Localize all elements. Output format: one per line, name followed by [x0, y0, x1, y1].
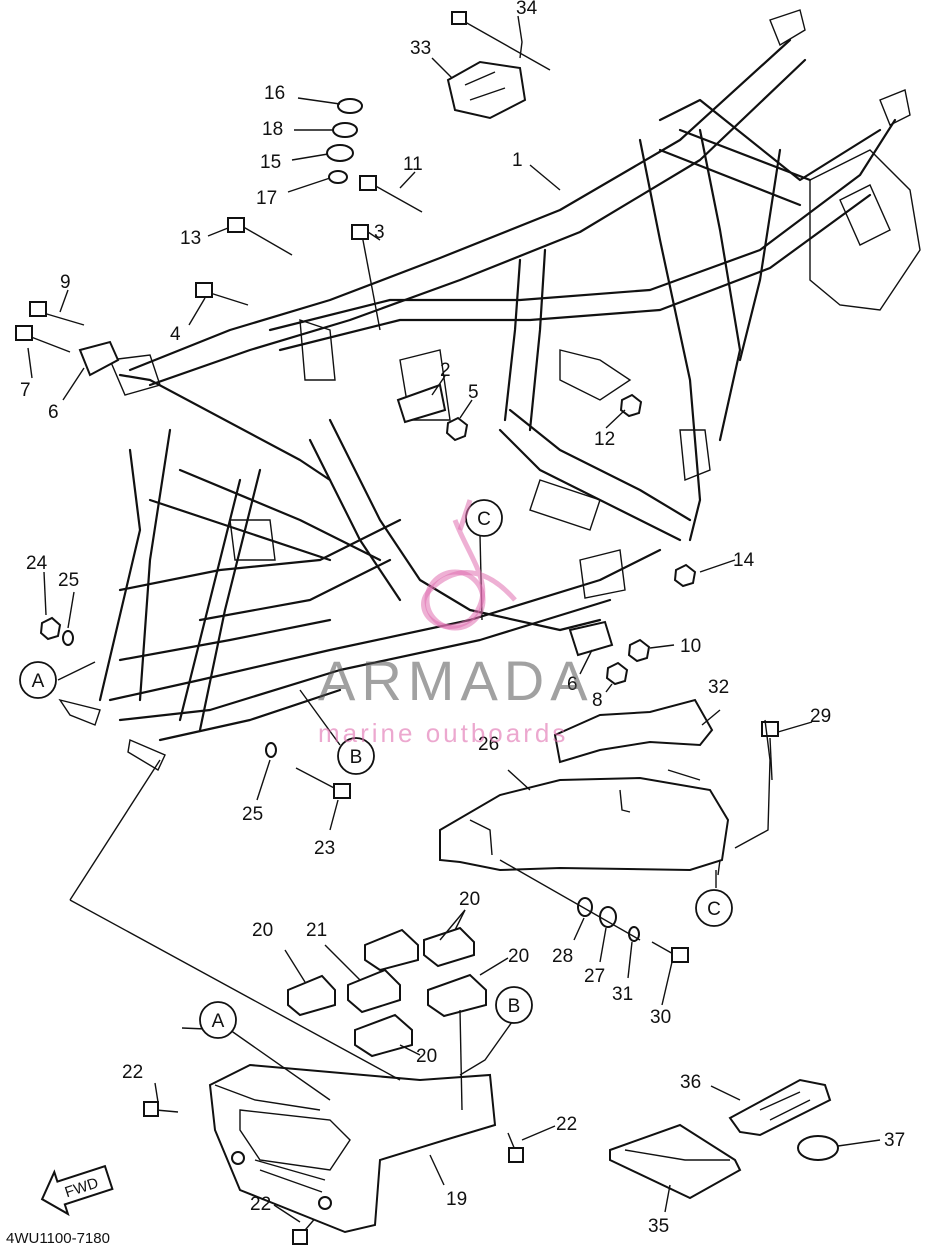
skid-plate	[208, 1063, 497, 1234]
hardware	[15, 11, 779, 1245]
label-35: 35	[648, 1216, 669, 1237]
label-25-left: 25	[58, 570, 79, 591]
label-20-d: 20	[416, 1046, 437, 1067]
label-28: 28	[552, 946, 573, 967]
covers	[439, 698, 730, 941]
label-33: 33	[410, 38, 431, 59]
pads	[287, 926, 487, 1058]
watermark-logo-icon	[421, 499, 517, 631]
ref-c-cover: C	[707, 899, 721, 920]
watermark: ARMADA marine outboards	[318, 499, 594, 748]
label-8: 8	[592, 690, 603, 711]
label-20-b: 20	[459, 889, 480, 910]
ref-a-frame: A	[32, 671, 45, 692]
ref-b-frame: B	[350, 747, 363, 768]
label-14: 14	[733, 550, 755, 571]
label-18: 18	[262, 119, 283, 140]
part-labels: 1 2 3 4 5 6 6 7 8 9 10 11 12 13 14 15 16…	[20, 0, 905, 1237]
label-25-center: 25	[242, 804, 263, 825]
label-22-right: 22	[556, 1114, 577, 1135]
label-26: 26	[478, 734, 499, 755]
label-22-bottom: 22	[250, 1194, 271, 1215]
label-21: 21	[306, 920, 327, 941]
leader-lines	[27, 15, 881, 1223]
label-34: 34	[516, 0, 538, 19]
label-32: 32	[708, 677, 729, 698]
label-6-right: 6	[567, 674, 578, 695]
label-17: 17	[256, 188, 277, 209]
fwd-arrow: FWD	[40, 1164, 114, 1217]
label-1: 1	[512, 150, 523, 171]
label-12: 12	[594, 429, 615, 450]
main-frame	[58, 9, 921, 771]
label-11: 11	[403, 154, 423, 175]
label-5: 5	[468, 382, 479, 403]
label-7: 7	[20, 380, 31, 401]
label-4: 4	[170, 324, 181, 345]
label-37: 37	[884, 1130, 905, 1151]
label-15: 15	[260, 152, 281, 173]
diagram-code: 4WU1100-7180	[6, 1230, 110, 1247]
label-36: 36	[680, 1072, 701, 1093]
label-9: 9	[60, 272, 71, 293]
watermark-brand: ARMADA	[318, 649, 594, 712]
ref-a-skid: A	[212, 1011, 225, 1032]
ref-b-skid: B	[508, 996, 521, 1017]
watermark-tagline: marine outboards	[318, 718, 568, 748]
ref-c-frame: C	[477, 509, 491, 530]
label-6-left: 6	[48, 402, 59, 423]
label-27: 27	[584, 966, 605, 987]
label-16: 16	[264, 83, 285, 104]
label-22-left: 22	[122, 1062, 143, 1083]
label-31: 31	[612, 984, 633, 1005]
label-3: 3	[374, 222, 385, 243]
label-19: 19	[446, 1189, 467, 1210]
label-24: 24	[26, 553, 48, 574]
label-20-c: 20	[508, 946, 529, 967]
label-20-a: 20	[252, 920, 273, 941]
accessories	[609, 1078, 839, 1200]
reference-markers: A A B B C C	[19, 499, 733, 1039]
label-23: 23	[314, 838, 335, 859]
label-30: 30	[650, 1007, 671, 1028]
label-10: 10	[680, 636, 701, 657]
label-2: 2	[440, 360, 451, 381]
label-29: 29	[810, 706, 831, 727]
label-13: 13	[180, 228, 201, 249]
